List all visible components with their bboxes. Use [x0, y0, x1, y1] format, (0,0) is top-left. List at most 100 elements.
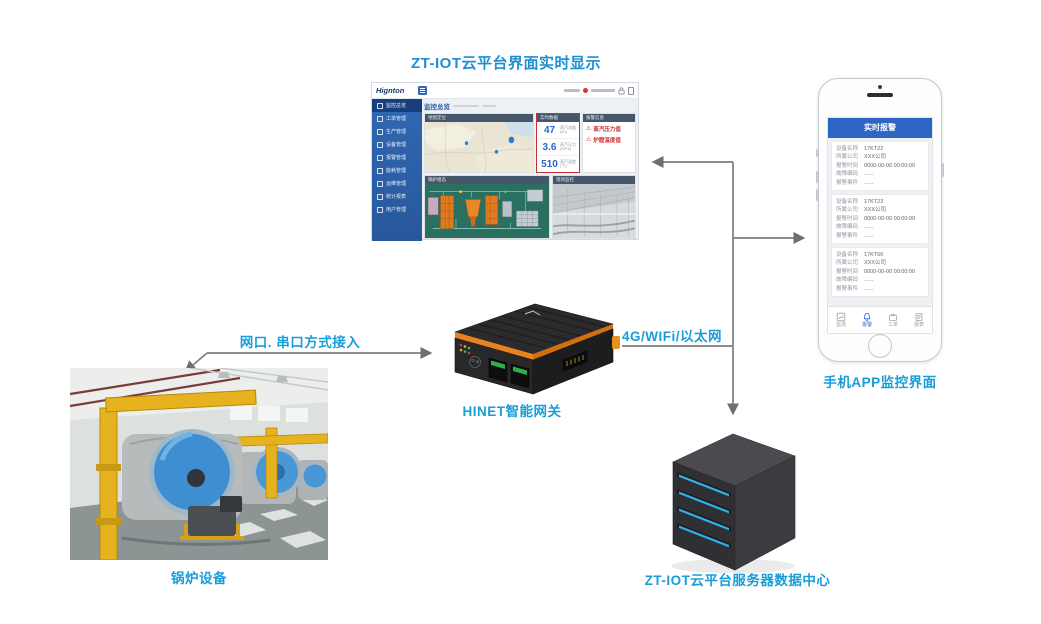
document-icon[interactable] [628, 86, 634, 95]
field-label: 报警时间 [836, 162, 859, 169]
map-view[interactable] [425, 122, 533, 172]
field-label: 报警事件 [836, 285, 859, 292]
server-led-slots [677, 472, 731, 548]
alarm-text: 炉膛温度值 [593, 138, 621, 144]
alarm-text: 蒸汽压力值 [593, 127, 621, 133]
sidebar-item-alarm[interactable]: 报警管理 [372, 151, 422, 164]
menu-button[interactable] [418, 86, 428, 95]
hanging-lamp [276, 376, 288, 382]
sidebar-item-workorder[interactable]: 工单管理 [372, 112, 422, 125]
sidebar-item-report[interactable]: 统计报表 [372, 190, 422, 203]
owl-graphic [469, 356, 481, 368]
tab-label: 工单 [887, 322, 898, 328]
field-value: 0000-00-00 00:00:00 [864, 268, 916, 275]
lock-icon[interactable] [618, 86, 625, 95]
topbar-right-cluster [564, 86, 634, 95]
scada-graphic [425, 184, 549, 238]
dashboard-topbar: Hignton [372, 83, 638, 99]
map-marker[interactable] [464, 141, 469, 146]
video-panel-title: 现场监控 [553, 176, 635, 184]
led-indicators [459, 343, 471, 355]
breadcrumb-path-placeholder [482, 104, 496, 108]
phone-screen: 实时报警 设备名称 17KT22 所属公司 XXX公司 报警时间 0000-00-00… [827, 117, 933, 334]
sidebar-item-device[interactable]: 设备管理 [372, 138, 422, 151]
field-label: 设备名称 [836, 146, 859, 152]
chart-icon [836, 312, 846, 322]
home-button[interactable] [868, 334, 892, 358]
sidebar-item-production[interactable]: 生产管理 [372, 125, 422, 138]
field-value: ...... [864, 232, 874, 239]
field-label: 故障编码 [836, 171, 859, 178]
field-label: 所属公司 [836, 154, 859, 161]
map-graphic [425, 122, 533, 172]
sidebar-item-label: 能耗管理 [386, 168, 407, 174]
sidebar-item-label: 工单管理 [386, 116, 407, 122]
sidebar-item-label: 用户管理 [386, 207, 407, 213]
camera-dot-icon [878, 85, 882, 89]
sidebar-item-energy[interactable]: 能耗管理 [372, 164, 422, 177]
menu-icon [377, 167, 383, 174]
sidebar-item-label: 运维管理 [386, 181, 407, 187]
tab-report[interactable]: 报表 [906, 307, 932, 333]
stat-value: 3.6 [542, 141, 557, 153]
field-label: 故障编码 [836, 224, 859, 231]
field-value: ...... [864, 171, 874, 178]
stat-unit: 蒸汽压力(MPa) [560, 141, 576, 151]
phone-label: 手机APP监控界面 [823, 375, 937, 390]
boiler-label: 锅炉设备 [171, 571, 227, 586]
alarm-info-panel: 报警信息 ⚠ 蒸汽压力值 ⚠ 炉膛温度值 [582, 113, 636, 173]
tab-workorder[interactable]: 工单 [880, 307, 906, 333]
sidebar-item-label: 报警管理 [386, 155, 407, 161]
stat-unit: 蒸汽流量(t/h) [560, 124, 576, 134]
speaker-slot [867, 93, 893, 97]
field-value: 17KT22 [864, 146, 884, 152]
scada-view[interactable] [425, 184, 549, 238]
field-value: XXX公司 [864, 154, 887, 161]
app-header: 实时报警 [828, 118, 932, 138]
map-marker[interactable] [494, 149, 499, 154]
alarm-card-list: 设备名称 17KT22 所属公司 XXX公司 报警时间 0000-00-00 00:0… [828, 138, 932, 306]
briefcase-icon [888, 314, 897, 321]
scada-panel-title: 锅炉组态 [425, 176, 549, 184]
breadcrumb: 监控总览 [424, 101, 636, 111]
bell-icon [863, 312, 871, 321]
video-view[interactable] [553, 184, 635, 238]
field-label: 报警时间 [836, 215, 859, 222]
tab-alarm[interactable]: 报警 [854, 307, 880, 333]
alarm-row[interactable]: ⚠ 蒸汽压力值 [583, 122, 635, 133]
site-video-panel: 现场监控 [552, 175, 636, 239]
phone-mockup: 实时报警 设备名称 17KT22 所属公司 XXX公司 报警时间 0000-00-00… [816, 78, 944, 362]
tab-monitor[interactable]: 监测 [828, 307, 854, 333]
platform-logo: Hignton [376, 86, 405, 95]
map-pin-icon[interactable] [508, 136, 515, 149]
topbar-text-placeholder [564, 89, 580, 92]
sidebar-item-overview[interactable]: 监控总览 [372, 99, 422, 112]
field-value: ...... [864, 179, 874, 186]
report-icon [915, 312, 923, 321]
field-value: ...... [864, 277, 874, 284]
notification-badge[interactable] [583, 88, 588, 93]
sidebar-item-label: 统计报表 [386, 194, 407, 200]
field-label: 报警时间 [836, 268, 859, 275]
link-label-network: 4G/WIFi/以太网 [622, 329, 722, 344]
stat-unit: 蒸汽温度(℃) [560, 158, 576, 168]
field-label: 报警事件 [836, 232, 859, 239]
menu-icon [377, 141, 383, 148]
sidebar-item-ops[interactable]: 运维管理 [372, 177, 422, 190]
sidebar-item-user[interactable]: 用户管理 [372, 203, 422, 216]
field-value: XXX公司 [864, 207, 887, 214]
map-panel: 地图定位 [424, 113, 534, 173]
field-value: XXX公司 [864, 260, 887, 267]
scada-panel: 锅炉组态 [424, 175, 550, 239]
alarm-row[interactable]: ⚠ 炉膛温度值 [583, 133, 635, 144]
boiler-room-photo [70, 368, 328, 560]
menu-icon [377, 128, 383, 135]
breadcrumb-path-placeholder [453, 104, 479, 108]
phone-volume-button [816, 171, 818, 183]
field-label: 报警事件 [836, 179, 859, 186]
gateway-label: HINET智能网关 [462, 404, 562, 419]
